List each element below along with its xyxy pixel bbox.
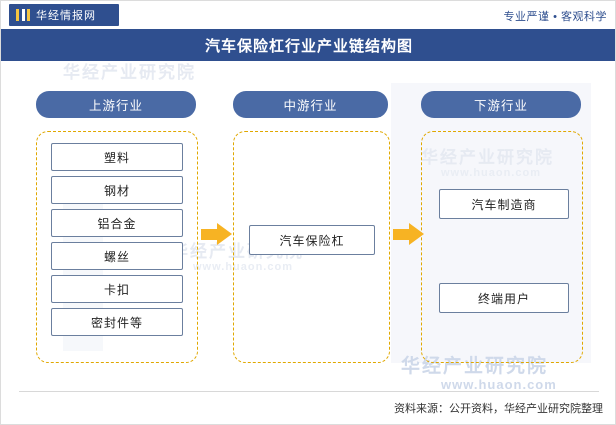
upstream-node[interactable]: 铝合金 [51,209,183,237]
column-header-midstream: 中游行业 [233,91,388,118]
downstream-node-label: 终端用户 [477,291,530,306]
arrow-upstream-to-midstream-tail [201,229,217,240]
title-band: 汽车保险杠行业产业链结构图 [1,29,615,61]
upstream-node[interactable]: 卡扣 [51,275,183,303]
upstream-node-label: 卡扣 [103,282,130,297]
column-header-midstream-label: 中游行业 [283,99,338,113]
logo-bars-icon [16,9,30,21]
upstream-node[interactable]: 钢材 [51,176,183,204]
downstream-node[interactable]: 终端用户 [439,283,569,313]
downstream-group-box [421,131,583,363]
downstream-node-label: 汽车制造商 [471,197,537,212]
diagram-canvas: 华经产业研究院 华经产业研究院 www.huaon.com 华经产业研究院 ww… [1,61,615,392]
page-title: 汽车保险杠行业产业链结构图 [204,37,413,55]
upstream-node-label: 钢材 [103,183,130,198]
arrow-upstream-to-midstream [217,223,232,245]
column-header-downstream: 下游行业 [421,91,581,118]
upstream-group-box [36,131,198,363]
column-header-downstream-label: 下游行业 [473,99,528,113]
column-header-upstream: 上游行业 [36,91,196,118]
midstream-node-label: 汽车保险杠 [279,233,345,248]
top-bar: 华经情报网 专业严谨 • 客观科学 [1,1,615,30]
midstream-group-box [233,131,390,363]
site-logo-text: 华经情报网 [36,10,96,22]
watermark-text: 华经产业研究院 [63,63,196,82]
upstream-node[interactable]: 塑料 [51,143,183,171]
arrow-midstream-to-downstream-tail [393,229,409,240]
upstream-node[interactable]: 密封件等 [51,308,183,336]
upstream-node-label: 密封件等 [90,315,143,330]
footer: 资料来源：公开资料，华经产业研究院整理 [1,391,615,424]
downstream-node[interactable]: 汽车制造商 [439,189,569,219]
site-slogan: 专业严谨 • 客观科学 [503,11,607,23]
upstream-node-label: 铝合金 [97,216,137,231]
arrow-midstream-to-downstream [409,223,424,245]
midstream-node[interactable]: 汽车保险杠 [249,225,375,255]
column-header-upstream-label: 上游行业 [88,99,143,113]
upstream-node-label: 螺丝 [103,249,130,264]
site-logo[interactable]: 华经情报网 [9,4,119,26]
footer-divider [19,391,599,392]
upstream-node[interactable]: 螺丝 [51,242,183,270]
source-note: 资料来源：公开资料，华经产业研究院整理 [394,403,603,415]
upstream-node-label: 塑料 [103,150,130,165]
watermark-url: www.huaon.com [441,377,557,392]
